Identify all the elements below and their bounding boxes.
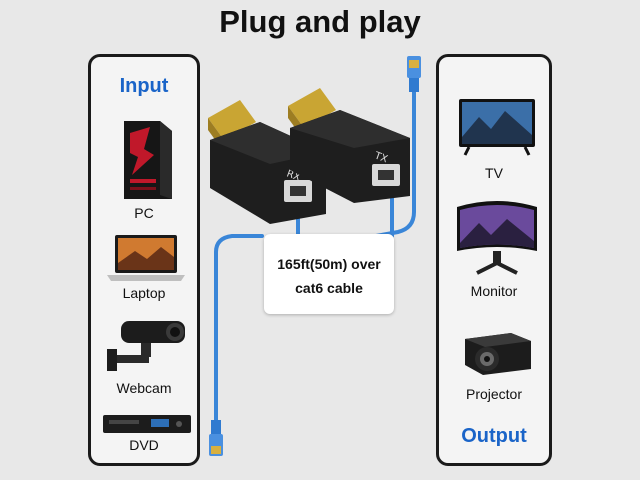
page-title: Plug and play <box>219 4 421 39</box>
rj45-plug-top <box>407 56 421 92</box>
output-panel: TV Monitor Projector Output <box>436 54 552 466</box>
cable-length-line2: cat6 cable <box>295 280 363 296</box>
input-device-label: Webcam <box>116 380 172 396</box>
rj45-plug-bottom <box>209 420 223 456</box>
cable-length-box: 165ft(50m) over cat6 cable <box>264 234 394 314</box>
output-device-label: TV <box>485 165 503 181</box>
output-device-label: Monitor <box>470 283 518 299</box>
output-device-label: Projector <box>465 386 523 402</box>
extender-tx: TX <box>288 88 410 203</box>
webcam-icon <box>107 321 185 371</box>
tx-label: TX <box>372 150 389 165</box>
input-device-label: PC <box>134 205 154 221</box>
projector-icon <box>465 333 531 375</box>
input-device-label: Laptop <box>122 285 166 301</box>
laptop-icon <box>107 235 185 281</box>
dvd-player-icon <box>103 415 191 433</box>
input-device-label: DVD <box>129 437 159 453</box>
pc-tower-icon <box>124 121 172 199</box>
input-panel: Input PC Laptop Webcam DVD <box>88 54 200 466</box>
monitor-icon <box>457 201 537 275</box>
input-heading: Input <box>119 75 169 97</box>
output-heading: Output <box>461 425 527 447</box>
cable-length-line1: 165ft(50m) over <box>277 256 381 272</box>
tv-icon <box>459 99 535 156</box>
